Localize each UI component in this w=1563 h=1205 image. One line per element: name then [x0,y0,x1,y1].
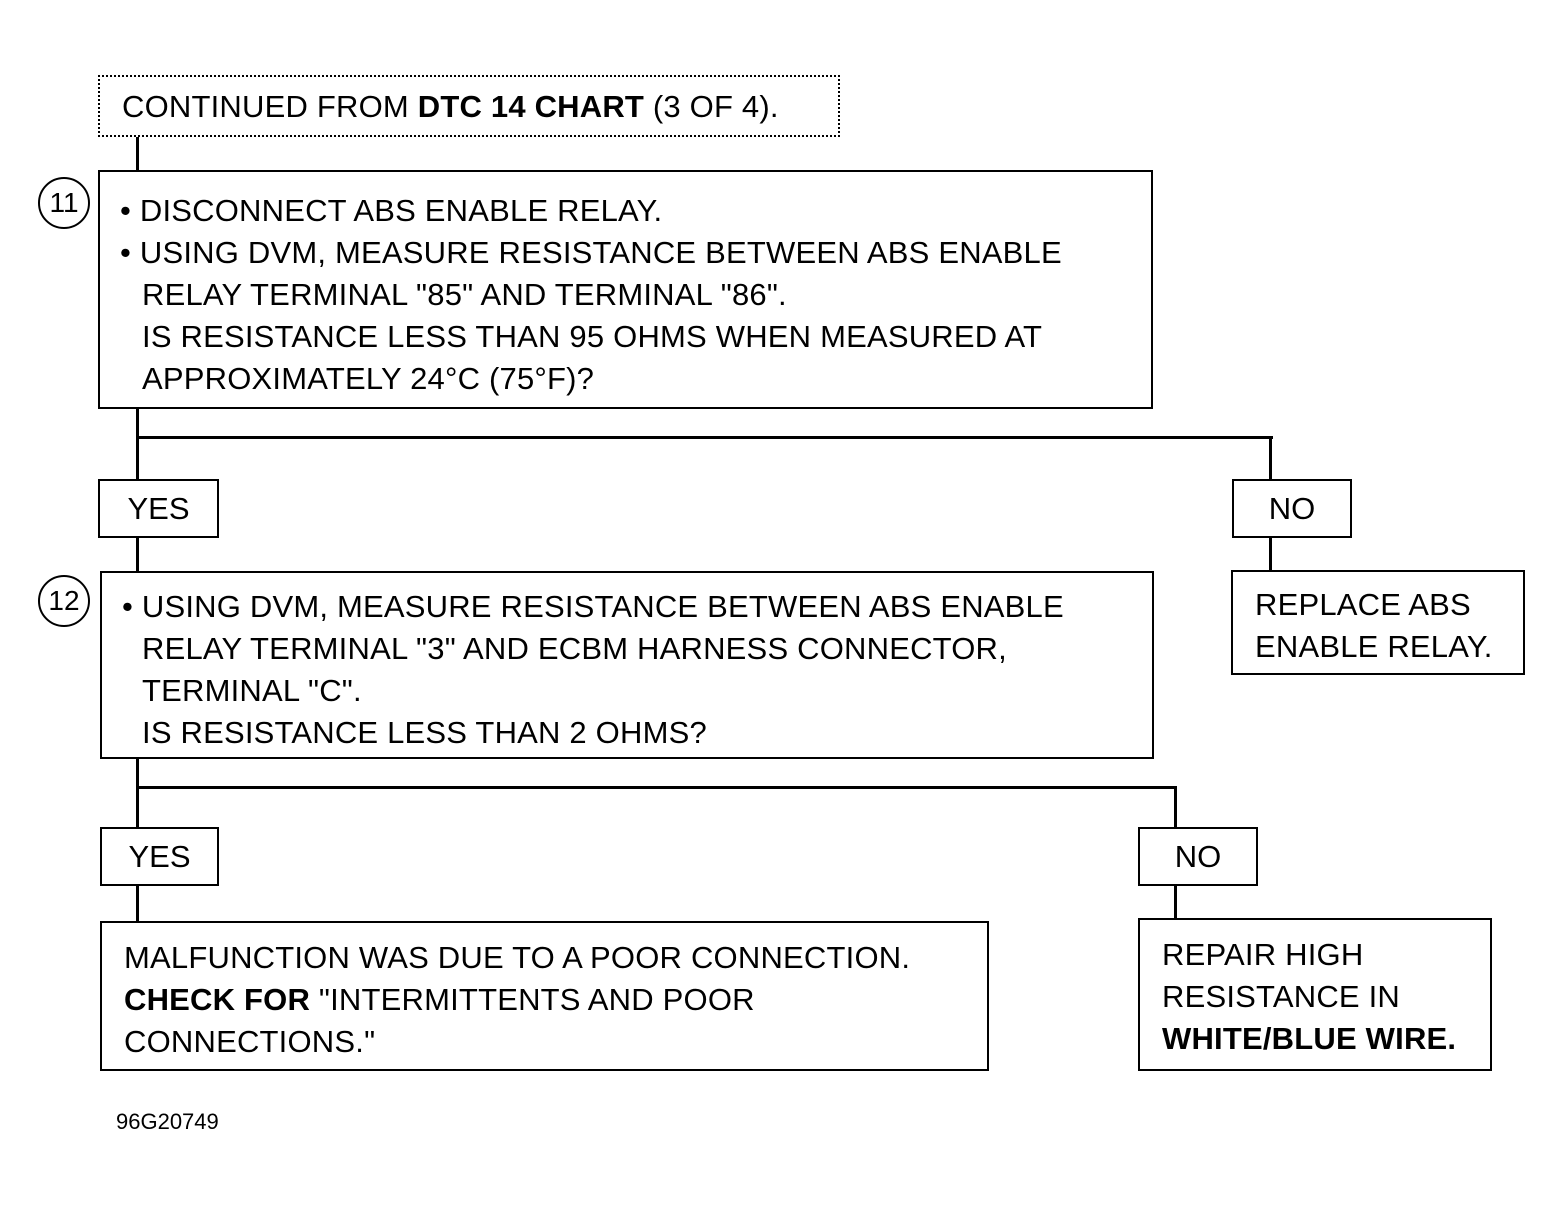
step-12-line-4: IS RESISTANCE LESS THAN 2 OHMS? [142,715,707,750]
step-11-number: 11 [38,177,90,229]
connector-yes1-to-step12 [136,537,139,573]
connector-start-to-step11 [136,136,139,172]
branch2-no-box: NO [1138,827,1258,886]
branch1-yes-label: YES [127,491,190,526]
replace-relay-box: REPLACE ABS ENABLE RELAY. [1231,570,1525,675]
continued-prefix: CONTINUED FROM [122,89,418,124]
branch2-no-label: NO [1174,839,1222,874]
continued-chart-name: DTC 14 CHART [417,89,645,124]
repair-line-1: REPAIR HIGH [1162,937,1364,972]
step-11-line-1: • DISCONNECT ABS ENABLE RELAY. [120,193,663,228]
step-12-line-3: TERMINAL "C". [142,673,362,708]
malfunction-line-1: MALFUNCTION WAS DUE TO A POOR CONNECTION… [124,940,911,975]
connector-step11-down [136,408,139,480]
continued-suffix: (3 OF 4). [644,89,779,124]
connector-step12-down [136,757,139,828]
malfunction-box: MALFUNCTION WAS DUE TO A POOR CONNECTION… [100,921,989,1071]
step-12-line-1: • USING DVM, MEASURE RESISTANCE BETWEEN … [122,589,1064,624]
connector-branch1-horizontal [136,436,1273,439]
branch2-yes-label: YES [128,839,191,874]
connector-no2-to-repair [1174,885,1177,920]
step-11-line-3: RELAY TERMINAL "85" AND TERMINAL "86". [142,277,787,312]
branch1-no-box: NO [1232,479,1352,538]
step-12-box: • USING DVM, MEASURE RESISTANCE BETWEEN … [100,571,1154,759]
continued-from-text: CONTINUED FROM DTC 14 CHART (3 OF 4). [122,86,779,128]
figure-code: 96G20749 [116,1109,219,1134]
malfunction-check-for: CHECK FOR [124,982,311,1017]
continued-from-box: CONTINUED FROM DTC 14 CHART (3 OF 4). [98,75,840,137]
replace-relay-line-2: ENABLE RELAY. [1255,629,1493,664]
connector-branch2-no-down [1174,786,1177,828]
step-11-box: • DISCONNECT ABS ENABLE RELAY. • USING D… [98,170,1153,409]
malfunction-line-2: CHECK FOR "INTERMITTENTS AND POOR [124,979,755,1021]
branch2-yes-box: YES [100,827,219,886]
malfunction-line-3: CONNECTIONS." [124,1024,376,1059]
repair-line-2: RESISTANCE IN [1162,979,1401,1014]
connector-branch1-no-down [1269,436,1272,480]
repair-line-3: WHITE/BLUE WIRE. [1162,1021,1457,1056]
step-12-line-2: RELAY TERMINAL "3" AND ECBM HARNESS CONN… [142,631,1007,666]
connector-yes2-to-malfunction [136,885,139,922]
step-12-number: 12 [38,575,90,627]
branch1-no-label: NO [1268,491,1316,526]
connector-no1-to-replace [1269,537,1272,571]
step-11-line-2: • USING DVM, MEASURE RESISTANCE BETWEEN … [120,235,1062,270]
malfunction-line-2-rest: "INTERMITTENTS AND POOR [310,982,755,1017]
replace-relay-line-1: REPLACE ABS [1255,587,1471,622]
connector-branch2-horizontal [136,786,1177,789]
repair-box: REPAIR HIGH RESISTANCE IN WHITE/BLUE WIR… [1138,918,1492,1071]
branch1-yes-box: YES [98,479,219,538]
step-11-line-4: IS RESISTANCE LESS THAN 95 OHMS WHEN MEA… [142,319,1043,354]
step-11-line-5: APPROXIMATELY 24°C (75°F)? [142,361,595,396]
